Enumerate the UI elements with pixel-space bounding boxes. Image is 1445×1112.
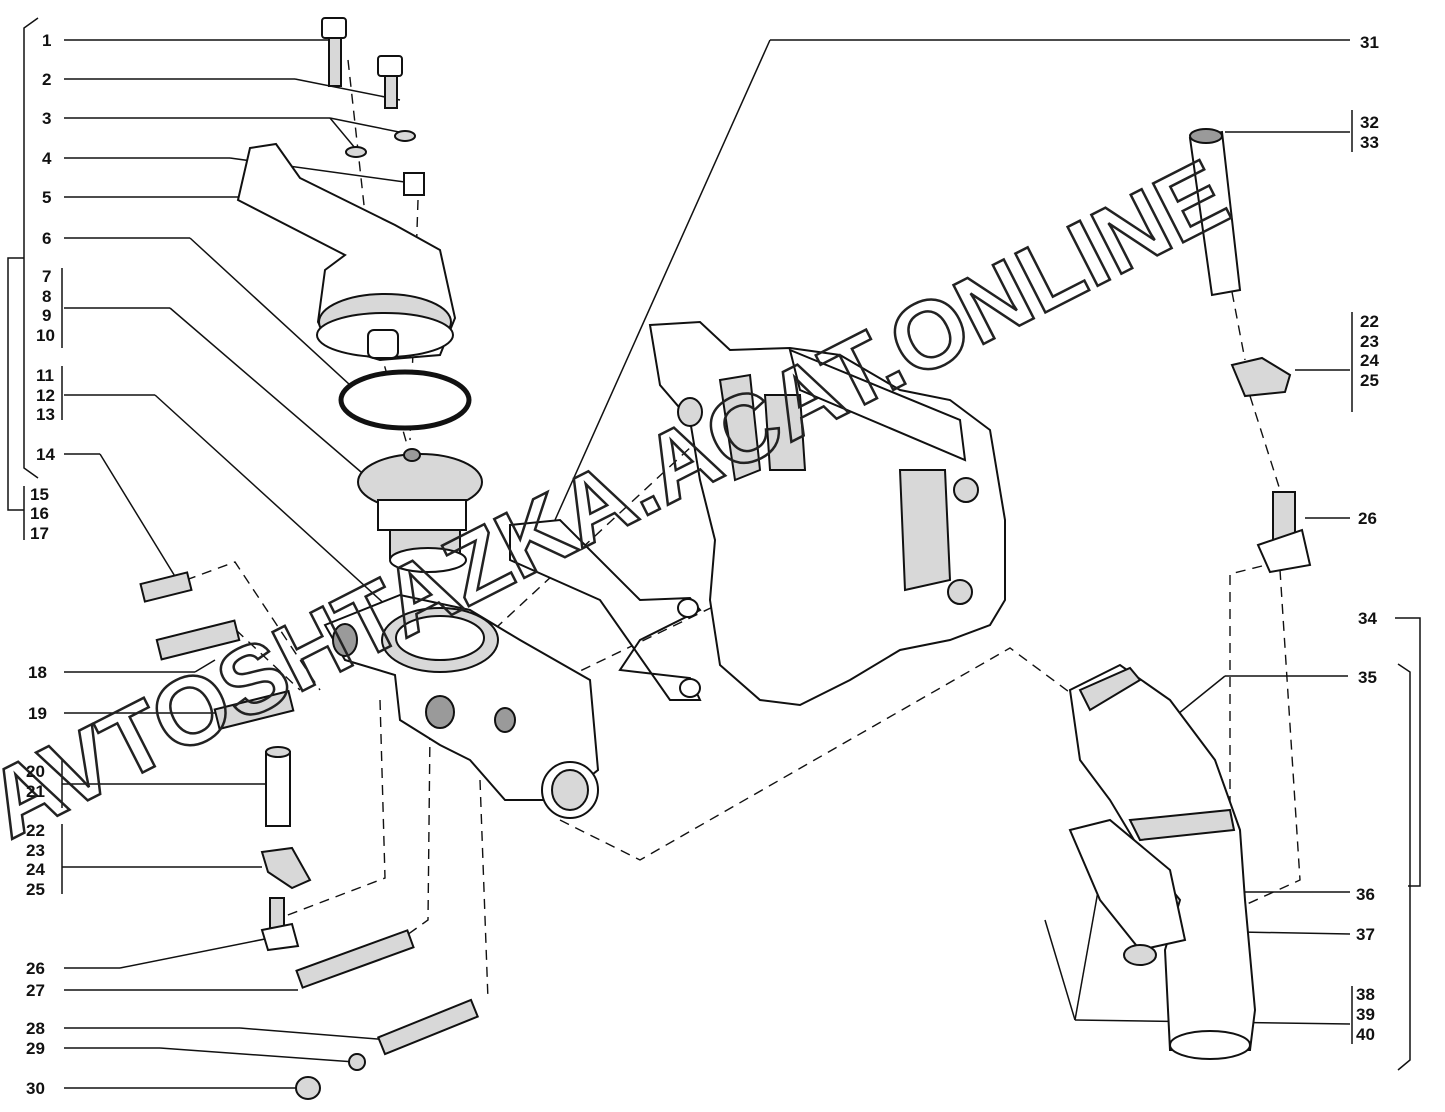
label-38: 38 bbox=[1356, 985, 1375, 1004]
label-33: 33 bbox=[1360, 133, 1379, 152]
hose-20 bbox=[265, 746, 291, 827]
label-27: 27 bbox=[26, 981, 45, 1000]
fitting-26-right bbox=[1256, 491, 1312, 574]
label-36: 36 bbox=[1356, 885, 1375, 904]
label-9: 9 bbox=[42, 306, 51, 325]
label-39: 39 bbox=[1356, 1005, 1375, 1024]
label-26-right: 26 bbox=[1358, 509, 1377, 528]
hose-32 bbox=[1188, 128, 1242, 297]
label-29: 29 bbox=[26, 1039, 45, 1058]
label-35: 35 bbox=[1358, 668, 1377, 687]
label-28: 28 bbox=[26, 1019, 45, 1038]
label-7: 7 bbox=[42, 267, 51, 286]
label-22-right: 22 bbox=[1360, 312, 1379, 331]
label-11: 11 bbox=[36, 366, 54, 385]
stud-28 bbox=[376, 998, 480, 1056]
label-8: 8 bbox=[42, 287, 51, 306]
watermark: AVTOSHTAZKA.ACAT.ONLINE bbox=[0, 138, 1245, 860]
label-40: 40 bbox=[1356, 1025, 1375, 1044]
hose-clamp-lower bbox=[260, 846, 312, 890]
label-19: 19 bbox=[28, 704, 47, 723]
bolt-1 bbox=[321, 17, 347, 87]
label-6: 6 bbox=[42, 229, 51, 248]
stud-19 bbox=[213, 689, 295, 731]
stud-18 bbox=[155, 619, 241, 661]
label-14: 14 bbox=[36, 445, 55, 464]
label-25: 25 bbox=[26, 880, 45, 899]
label-21: 21 bbox=[26, 782, 45, 801]
label-23-right: 23 bbox=[1360, 332, 1379, 351]
hose-clamp-upper bbox=[1230, 356, 1292, 398]
label-2: 2 bbox=[42, 70, 51, 89]
label-18: 18 bbox=[28, 663, 47, 682]
thermostat-7 bbox=[357, 448, 483, 573]
coolant-pipe-35 bbox=[1068, 663, 1257, 1060]
label-37: 37 bbox=[1356, 925, 1375, 944]
seal-ring-6 bbox=[338, 369, 472, 431]
nut-30 bbox=[295, 1076, 321, 1100]
washer-3b bbox=[394, 130, 416, 142]
label-4: 4 bbox=[42, 149, 52, 168]
stud-14 bbox=[139, 571, 193, 603]
label-34: 34 bbox=[1358, 609, 1377, 628]
thermostat-cover-5 bbox=[236, 142, 457, 362]
gasket-31 bbox=[509, 518, 702, 701]
clip-4 bbox=[403, 172, 425, 196]
bolt-2 bbox=[377, 55, 403, 109]
label-23: 23 bbox=[26, 841, 45, 860]
thermostat-housing bbox=[323, 593, 600, 819]
label-17: 17 bbox=[30, 524, 49, 543]
label-16: 16 bbox=[30, 504, 49, 523]
label-5: 5 bbox=[42, 188, 51, 207]
label-3: 3 bbox=[42, 109, 51, 128]
fitting-26-left bbox=[260, 897, 300, 952]
stud-27 bbox=[295, 929, 415, 989]
washer-3a bbox=[345, 146, 367, 158]
label-10: 10 bbox=[36, 326, 55, 345]
right-part-labels: 31 32 33 22 23 24 25 26 34 35 36 37 38 3… bbox=[1356, 33, 1379, 1044]
label-12: 12 bbox=[36, 386, 55, 405]
label-31: 31 bbox=[1360, 33, 1379, 52]
label-15: 15 bbox=[30, 485, 49, 504]
washer-29 bbox=[348, 1053, 366, 1071]
label-30: 30 bbox=[26, 1079, 45, 1098]
left-part-labels: 1 2 3 4 5 6 7 8 9 10 11 12 13 14 15 16 1… bbox=[26, 31, 55, 1098]
label-26: 26 bbox=[26, 959, 45, 978]
label-24-right: 24 bbox=[1360, 351, 1379, 370]
label-1: 1 bbox=[42, 31, 51, 50]
label-13: 13 bbox=[36, 405, 55, 424]
label-25-right: 25 bbox=[1360, 371, 1379, 390]
label-20: 20 bbox=[26, 762, 45, 781]
leader-lines bbox=[62, 39, 1351, 1089]
cylinder-head-block bbox=[648, 320, 1006, 707]
label-22: 22 bbox=[26, 821, 45, 840]
label-32: 32 bbox=[1360, 113, 1379, 132]
svg-text:AVTOSHTAZKA.ACAT.ONLINE: AVTOSHTAZKA.ACAT.ONLINE bbox=[0, 140, 1244, 859]
label-24: 24 bbox=[26, 860, 45, 879]
